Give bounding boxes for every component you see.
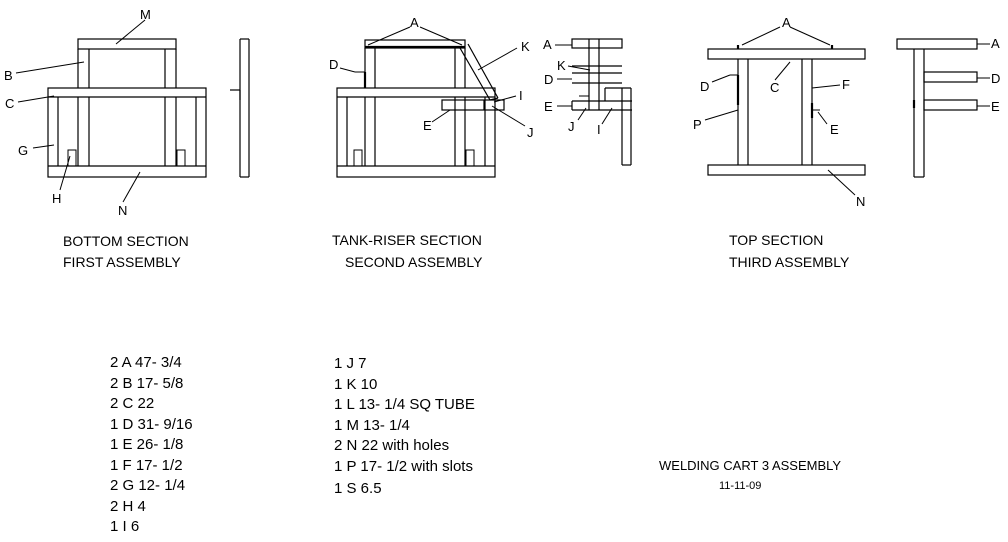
- top-section-leaders: [704, 26, 856, 196]
- label-top-side-e: E: [991, 99, 1000, 114]
- label-top-d: D: [700, 79, 709, 94]
- label-e: E: [423, 118, 432, 133]
- part-row: 2 B 17- 5/8: [110, 375, 183, 392]
- label-b: B: [4, 68, 13, 83]
- label-a: A: [410, 15, 419, 30]
- caption-tank-line-2: SECOND ASSEMBLY: [345, 254, 483, 270]
- part-row: 1 S 6.5: [334, 480, 382, 497]
- parts-list-right: 1 J 7 1 K 10 1 L 13- 1/4 SQ TUBE 1 M 13-…: [334, 355, 475, 497]
- caption-bottom-line-1: BOTTOM SECTION: [63, 233, 189, 249]
- label-k: K: [521, 39, 530, 54]
- drawing-date: 11-11-09: [719, 480, 761, 492]
- part-row: 2 H 4: [110, 498, 146, 515]
- bottom-section-leaders: [15, 19, 146, 203]
- caption-bottom-line-2: FIRST ASSEMBLY: [63, 254, 181, 270]
- part-row: 1 P 17- 1/2 with slots: [334, 458, 473, 475]
- label-side-j: J: [568, 119, 575, 134]
- parts-list-left: 2 A 47- 3/4 2 B 17- 5/8 2 C 22 1 D 31- 9…: [110, 354, 193, 535]
- label-side-i: I: [597, 122, 601, 137]
- tank-riser-front-view: [336, 39, 505, 178]
- part-row: 2 G 12- 1/4: [110, 477, 185, 494]
- label-top-side-d: D: [991, 71, 1000, 86]
- drawing-title: WELDING CART 3 ASSEMBLY: [659, 458, 841, 473]
- part-row: 1 L 13- 1/4 SQ TUBE: [334, 396, 475, 413]
- top-side-leaders: [977, 43, 990, 107]
- top-section-front-view: [707, 45, 866, 176]
- part-row: 2 A 47- 3/4: [110, 354, 182, 371]
- part-row: 2 C 22: [110, 395, 154, 412]
- label-top-a: A: [782, 15, 791, 30]
- label-top-c: C: [770, 80, 779, 95]
- part-row: 1 E 26- 1/8: [110, 436, 183, 453]
- caption-top-line-1: TOP SECTION: [729, 232, 823, 248]
- label-i: I: [519, 88, 523, 103]
- label-side-d: D: [544, 72, 553, 87]
- label-j: J: [527, 125, 534, 140]
- part-row: 2 N 22 with holes: [334, 437, 449, 454]
- part-row: 1 K 10: [334, 376, 377, 393]
- tank-riser-leaders: [339, 26, 526, 127]
- caption-top-line-2: THIRD ASSEMBLY: [729, 254, 850, 270]
- label-top-f: F: [842, 77, 850, 92]
- label-c: C: [5, 96, 14, 111]
- part-row: 1 I 6: [110, 518, 139, 535]
- label-top-n: N: [856, 194, 865, 209]
- label-d: D: [329, 57, 338, 72]
- part-row: 1 M 13- 1/4: [334, 417, 410, 434]
- top-section-side-view: [896, 38, 978, 178]
- label-g: G: [18, 143, 28, 158]
- caption-tank-line-1: TANK-RISER SECTION: [332, 232, 482, 248]
- label-side-k: K: [557, 58, 566, 73]
- label-top-p: P: [693, 117, 702, 132]
- label-top-e: E: [830, 122, 839, 137]
- bottom-section-side-view: [230, 38, 250, 178]
- label-side-e: E: [544, 99, 553, 114]
- part-row: 1 D 31- 9/16: [110, 416, 193, 433]
- label-top-side-a: A: [991, 36, 1000, 51]
- label-m: M: [140, 7, 151, 22]
- label-h: H: [52, 191, 61, 206]
- label-n: N: [118, 203, 127, 218]
- label-side-a: A: [543, 37, 552, 52]
- part-row: 1 J 7: [334, 355, 367, 372]
- bottom-section-front-view: [47, 38, 207, 178]
- tank-riser-side-view: [571, 38, 632, 166]
- part-row: 1 F 17- 1/2: [110, 457, 183, 474]
- tank-side-leaders: [555, 44, 613, 125]
